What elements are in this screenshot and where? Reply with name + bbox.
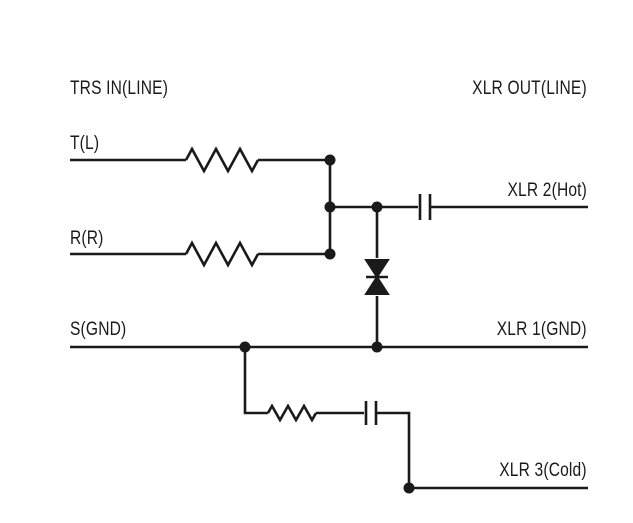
ring-input-label: R(R) xyxy=(70,228,104,249)
xlr2-output-label: XLR 2(Hot) xyxy=(507,180,587,201)
junction-ground-cold xyxy=(239,341,251,353)
cold-wire-right xyxy=(376,411,588,490)
junction-tip xyxy=(324,154,336,166)
diode-upper-icon xyxy=(364,259,390,279)
xlr1-output-label: XLR 1(GND) xyxy=(497,319,587,340)
cold-resistor xyxy=(266,403,318,423)
cold-drop-wire xyxy=(243,347,268,415)
tip-resistor xyxy=(184,146,260,174)
diode-lower-icon xyxy=(364,275,390,295)
input-section-title: TRS IN(LINE) xyxy=(70,78,169,99)
junction-sum xyxy=(324,201,336,213)
sleeve-input-label: S(GND) xyxy=(70,319,127,340)
tip-input-label: T(L) xyxy=(70,133,100,154)
junction-ground-diode xyxy=(371,341,383,353)
output-section-title: XLR OUT(LINE) xyxy=(472,78,587,99)
junction-hot xyxy=(371,201,383,213)
junction-ring xyxy=(324,248,336,260)
junction-cold-output xyxy=(403,482,415,494)
xlr3-output-label: XLR 3(Cold) xyxy=(499,460,587,481)
ring-resistor xyxy=(184,240,260,268)
